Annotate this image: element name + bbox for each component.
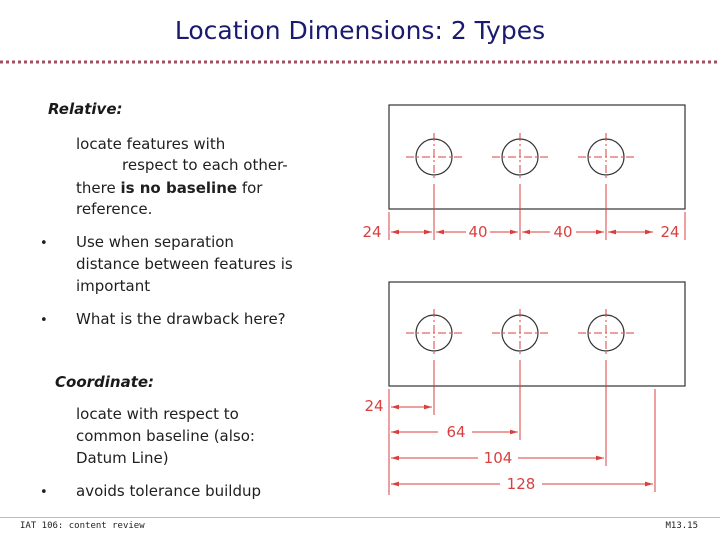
relative-desc-line4: reference. bbox=[76, 200, 153, 218]
part-outline bbox=[388, 104, 686, 210]
footer-page-number: M13.15 bbox=[665, 521, 698, 531]
coordinate-desc-line3: Datum Line) bbox=[76, 449, 169, 467]
dim-label: 24 bbox=[364, 397, 383, 415]
coordinate-dimension-diagram: 24 64 104 128 bbox=[364, 281, 686, 495]
dim-label: 40 bbox=[468, 223, 487, 241]
bullet-dot: • bbox=[40, 313, 48, 328]
dim-label: 24 bbox=[362, 223, 381, 241]
footer-divider bbox=[0, 517, 720, 518]
hole-1 bbox=[406, 133, 462, 181]
relative-bullet-1-line2: distance between features is bbox=[76, 255, 293, 273]
dim-label: 128 bbox=[507, 475, 536, 493]
dimension-lines bbox=[391, 404, 653, 487]
extension-lines bbox=[388, 360, 656, 495]
dim-label: 104 bbox=[484, 449, 513, 467]
bullet-dot: • bbox=[40, 236, 48, 251]
relative-bullet-1-line3: important bbox=[76, 277, 151, 295]
coordinate-heading: Coordinate: bbox=[55, 373, 155, 391]
relative-desc-post: for bbox=[237, 179, 263, 197]
relative-bullet-2-line1: What is the drawback here? bbox=[76, 310, 286, 328]
part-outline bbox=[388, 281, 686, 387]
coordinate-bullet-1-line1: avoids tolerance buildup bbox=[76, 482, 261, 500]
hole-1 bbox=[406, 309, 462, 357]
relative-bullet-1-line1: Use when separation bbox=[76, 233, 234, 251]
hole-3 bbox=[578, 133, 634, 181]
hole-2 bbox=[492, 133, 548, 181]
slide-title: Location Dimensions: 2 Types bbox=[174, 16, 546, 45]
title-divider bbox=[0, 60, 720, 64]
coordinate-desc-line1: locate with respect to bbox=[76, 405, 239, 423]
hole-3 bbox=[578, 309, 634, 357]
relative-desc-bold: is no baseline bbox=[120, 179, 238, 197]
dim-label: 24 bbox=[660, 223, 679, 241]
footer-left: IAT 106: content review bbox=[20, 521, 145, 531]
relative-desc-line2: respect to each other- bbox=[122, 156, 288, 174]
coordinate-desc-line2: common baseline (also: bbox=[76, 427, 255, 445]
dim-label: 40 bbox=[553, 223, 572, 241]
relative-dimension-diagram: 24 40 40 24 bbox=[362, 104, 686, 241]
hole-2 bbox=[492, 309, 548, 357]
dim-label: 64 bbox=[446, 423, 465, 441]
relative-desc-pre: there bbox=[76, 179, 121, 197]
bullet-dot: • bbox=[40, 485, 48, 500]
relative-desc-line1: locate features with bbox=[76, 135, 226, 153]
relative-heading: Relative: bbox=[48, 100, 123, 118]
extension-lines bbox=[388, 184, 686, 240]
relative-desc-line3: there is no baseline for bbox=[76, 178, 262, 199]
